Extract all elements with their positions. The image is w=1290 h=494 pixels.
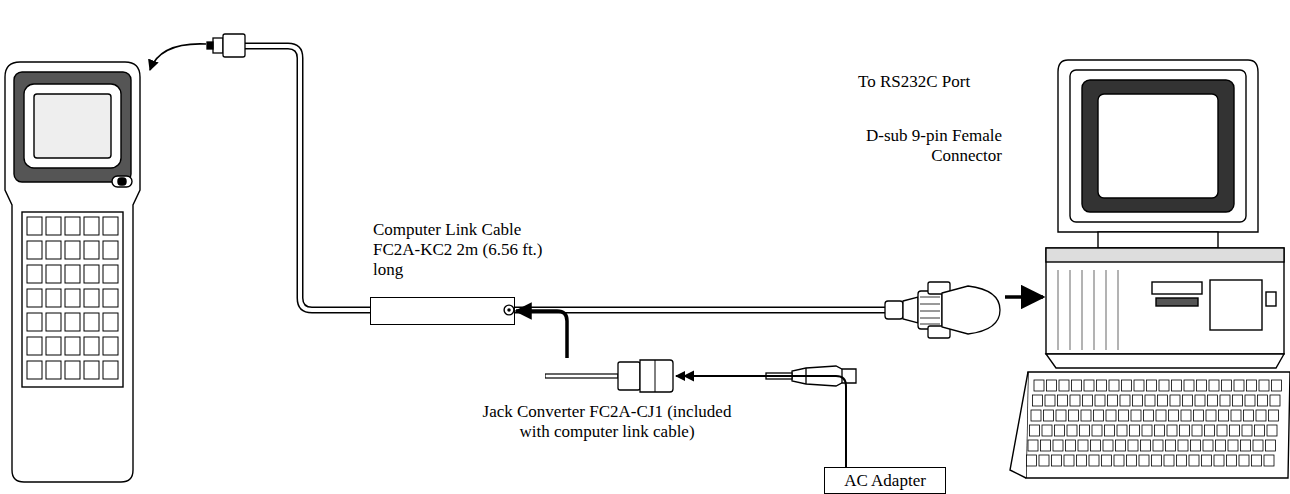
port-label: To RS232C Port xyxy=(858,72,1028,92)
handheld-loader xyxy=(5,62,140,482)
jack-socket xyxy=(502,303,516,317)
mini-din-plug xyxy=(207,34,245,57)
link-cable-box: Computer Link Cable FC2A-KC2 2m (6.56 ft… xyxy=(370,297,515,325)
connector-label: D-sub 9-pin Female Connector xyxy=(860,126,1002,166)
pc-cable xyxy=(515,310,885,311)
jack-converter: Jack Converter FC2A-CJ1 (included with c… xyxy=(545,358,675,394)
plug-arrow xyxy=(150,44,206,70)
dsub-connector xyxy=(885,282,1000,338)
jack-converter-shape xyxy=(545,358,675,394)
node-label: Computer Link Cable FC2A-KC2 2m (6.56 ft… xyxy=(373,220,543,280)
node-label: Jack Converter FC2A-CJ1 (included with c… xyxy=(467,402,747,442)
handheld-cable xyxy=(245,46,370,310)
node-label: AC Adapter xyxy=(825,468,945,491)
ac-adapter-box: AC Adapter xyxy=(824,467,946,494)
adapter-cable xyxy=(676,376,846,467)
power-lead xyxy=(516,311,567,358)
port-arrow xyxy=(1005,295,1043,299)
personal-computer xyxy=(1010,60,1290,478)
